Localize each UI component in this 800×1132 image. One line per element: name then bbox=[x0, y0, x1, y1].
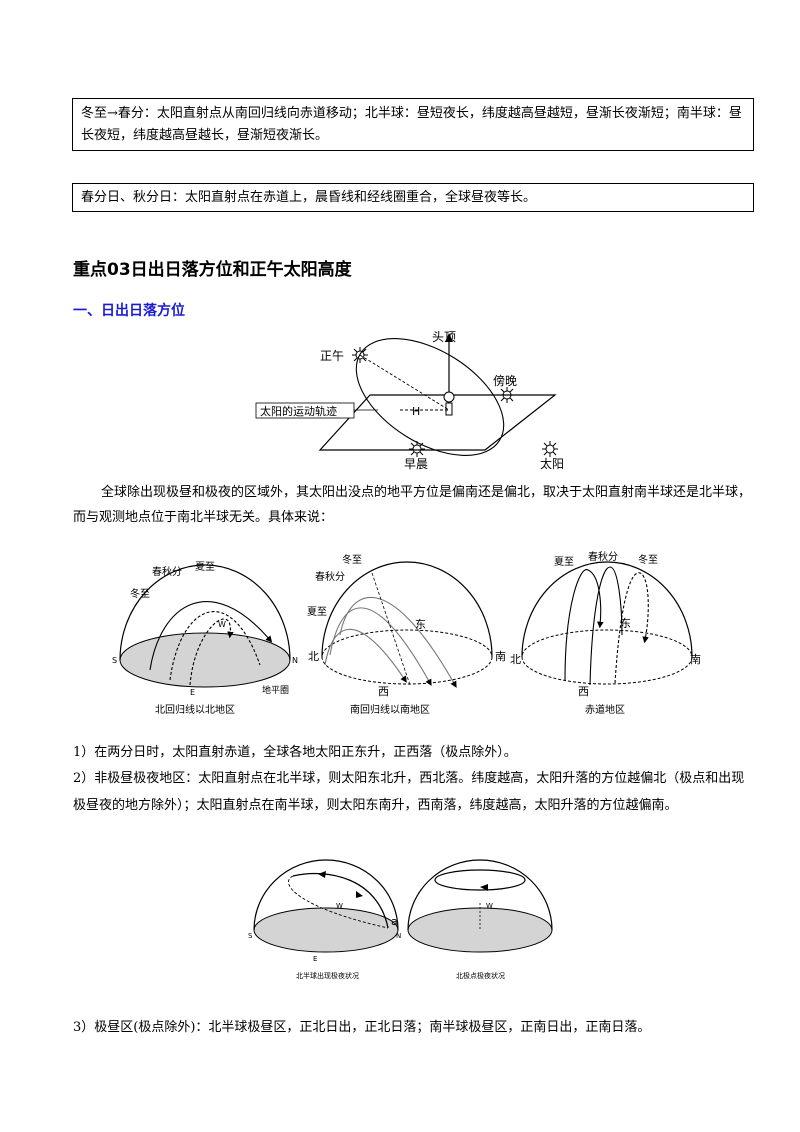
horizon-ellipse bbox=[321, 629, 493, 685]
sun-path bbox=[292, 872, 389, 929]
diagram-caption: 赤道地区 bbox=[585, 703, 625, 716]
north-label: N bbox=[396, 932, 401, 940]
west-label: W bbox=[218, 620, 226, 629]
winter-label: 冬至 bbox=[342, 553, 362, 566]
summer-path bbox=[149, 601, 273, 671]
diagram-caption: 北半球出现极夜状况 bbox=[296, 971, 359, 980]
dome-outline bbox=[321, 561, 493, 658]
summer-label: 夏至 bbox=[554, 556, 574, 568]
winter-label: 冬至 bbox=[130, 587, 150, 600]
sun-orbit-ellipse bbox=[355, 338, 505, 456]
point-three-paragraph: 3）极昼区(极点除外)：北半球极昼区，正北日出，正北日落；南半球极昼区，正南日出… bbox=[73, 1020, 651, 1035]
observer-head bbox=[443, 391, 455, 403]
figure-polar-night: S N W E a 北半球出现极夜状况 W 北极点极夜状况 bbox=[248, 859, 553, 980]
point-two-paragraph: 2）非极昼极夜地区：太阳直射点在北半球，则太阳东北升，西北落。纬度越高，太阳升落… bbox=[73, 771, 745, 813]
noon-label: 正午 bbox=[320, 349, 344, 363]
south-label: S bbox=[112, 656, 117, 665]
intro-paragraph: 全球除出现极昼和极夜的区域外，其太阳出没点的地平方位是偏南还是偏北，取决于太阳直… bbox=[73, 485, 752, 525]
horizon-disc bbox=[253, 907, 399, 953]
summer-path bbox=[564, 569, 604, 681]
horizon-label: 地平圈 bbox=[262, 684, 289, 696]
dome-outline bbox=[521, 561, 693, 658]
diagram-south-of-tropic: 冬至 春秋分 夏至 东 北 南 西 南回归线以南地区 bbox=[307, 553, 506, 716]
east-label: 东 bbox=[415, 618, 426, 631]
equinox-label: 春秋分 bbox=[315, 570, 345, 583]
note-text: 春分日、秋分日：太阳直射点在赤道上，晨昏线和经线圈重合，全球昼夜等长。 bbox=[81, 190, 537, 205]
dome-outline bbox=[407, 859, 553, 931]
diagram-north-of-tropic: 春秋分 夏至 冬至 S N W E 地平圈 北回归线以北地区 bbox=[112, 561, 298, 716]
diagram-caption: 北极点极夜状况 bbox=[456, 971, 505, 980]
summer-path bbox=[324, 628, 407, 683]
note-text: 冬至→春分：太阳直射点从南回归线向赤道移动；北半球：昼短夜长，纬度越高昼越短，昼… bbox=[81, 106, 742, 143]
figure-sun-path: 太阳的运动轨迹 头顶 正午 傍晚 H 早晨 太阳 bbox=[255, 330, 564, 471]
west-label: 西 bbox=[578, 685, 589, 698]
sun-label: 太阳 bbox=[540, 456, 564, 471]
west-label: 西 bbox=[378, 685, 389, 698]
south-label: S bbox=[248, 932, 253, 940]
west-label: W bbox=[486, 902, 493, 910]
winter-path bbox=[339, 596, 457, 688]
north-label: 北 bbox=[308, 650, 319, 663]
diagram-caption: 南回归线以南地区 bbox=[350, 703, 430, 716]
south-label: 南 bbox=[690, 653, 701, 666]
winter-label: 冬至 bbox=[638, 553, 658, 566]
north-label: 北 bbox=[510, 653, 521, 666]
noon-ray bbox=[359, 354, 450, 411]
note-box-equinox: 春分日、秋分日：太阳直射点在赤道上，晨昏线和经线圈重合，全球昼夜等长。 bbox=[72, 183, 754, 212]
subsection-heading: 一、日出日落方位 bbox=[73, 303, 185, 319]
zenith-label: 头顶 bbox=[432, 330, 456, 344]
morning-label: 早晨 bbox=[404, 457, 428, 471]
equinox-path bbox=[329, 607, 432, 686]
east-label: E bbox=[190, 688, 195, 697]
summer-label: 夏至 bbox=[195, 561, 215, 573]
point-one-paragraph: 1）在两分日时，太阳直射赤道，全球各地太阳正东升，正西落（极点除外）。 bbox=[73, 745, 517, 760]
point-a-label: a bbox=[391, 915, 398, 928]
equinox-label: 春秋分 bbox=[152, 565, 182, 578]
east-label: E bbox=[313, 955, 317, 963]
east-label: 东 bbox=[620, 617, 631, 630]
diagram-north-pole-night: W 北极点极夜状况 bbox=[407, 859, 553, 980]
dusk-label: 傍晚 bbox=[493, 373, 517, 388]
summer-label: 夏至 bbox=[307, 606, 327, 618]
sun-circle bbox=[434, 869, 526, 891]
equinox-label: 春秋分 bbox=[588, 550, 618, 563]
winter-path bbox=[614, 572, 649, 684]
path-label: 太阳的运动轨迹 bbox=[260, 404, 337, 418]
west-label: W bbox=[336, 902, 343, 910]
north-label: N bbox=[292, 656, 298, 665]
dome-outline bbox=[253, 859, 399, 931]
horizon-disc bbox=[119, 632, 291, 688]
dome-outline bbox=[119, 564, 291, 661]
south-label: 南 bbox=[495, 650, 506, 663]
figure-hemispheres: 春秋分 夏至 冬至 S N W E 地平圈 北回归线以北地区 冬至 春秋分 夏至… bbox=[112, 550, 701, 716]
path-label-box bbox=[255, 402, 355, 419]
horizon-ellipse bbox=[521, 629, 693, 685]
section-heading: 重点03日出日落方位和正午太阳高度 bbox=[73, 260, 352, 280]
observer-body bbox=[445, 402, 453, 416]
equinox-path bbox=[589, 566, 623, 686]
diagram-caption: 北回归线以北地区 bbox=[155, 703, 235, 716]
dusk-sun-icon bbox=[499, 387, 515, 403]
zenith-arrowhead bbox=[445, 333, 453, 342]
diagram-north-polar-night: S N W E a 北半球出现极夜状况 bbox=[248, 859, 401, 980]
winter-path bbox=[189, 618, 234, 686]
h-label: H bbox=[412, 405, 420, 418]
equinox-path bbox=[169, 611, 261, 681]
noon-sun-icon bbox=[352, 347, 368, 363]
sun-legend-icon bbox=[542, 441, 558, 457]
note-box-winter-to-spring: 冬至→春分：太阳直射点从南回归线向赤道移动；北半球：昼短夜长，纬度越高昼越短，昼… bbox=[72, 98, 754, 151]
diagram-equator: 夏至 春秋分 冬至 东 北 南 西 赤道地区 bbox=[510, 550, 701, 716]
morning-sun-icon bbox=[409, 441, 425, 457]
